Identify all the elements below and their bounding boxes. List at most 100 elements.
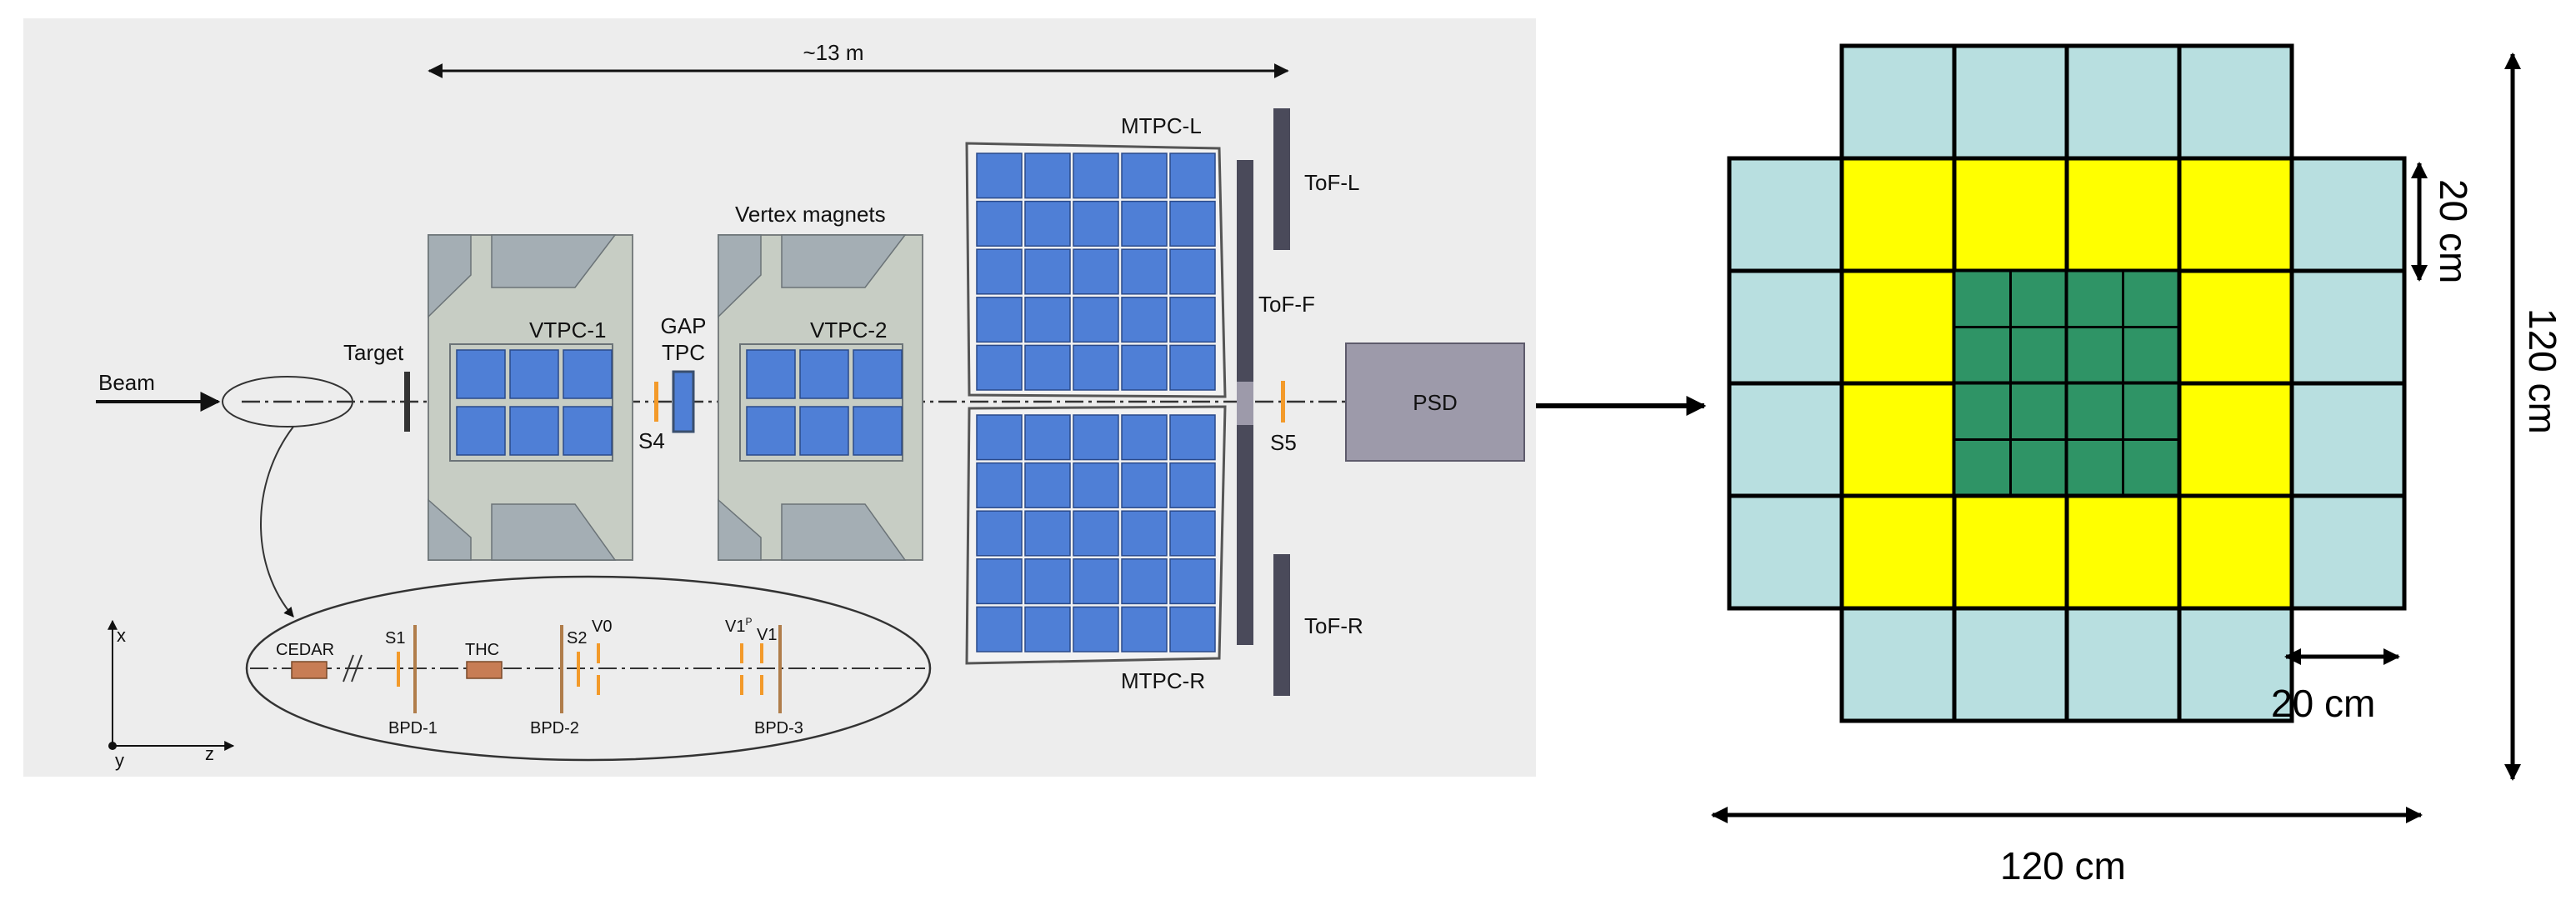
psd-outer-module [2177,606,2294,723]
psd-inner-submodule [2009,438,2068,498]
psd-outer-module [1727,268,1844,386]
tpc-pad [799,349,849,399]
coordinate-axes: x y z [108,619,235,771]
mtpc-pad [1024,558,1071,605]
psd-inner-submodule [2009,326,2068,385]
mtpc-pad [1073,414,1119,461]
s2-label: S2 [567,629,587,648]
s5-counter [1281,381,1285,422]
axis-x-label: x [117,625,126,646]
tpc-pad [509,406,559,456]
mtpc-r-label: MTPC-R [1121,668,1205,693]
psd-inner-submodule [1953,382,2012,441]
mtpc-pad [1073,297,1119,343]
v1-label: V1 [757,626,777,644]
mtpc-pad [1073,200,1119,247]
mtpc-pad [1073,558,1119,605]
thc-label: THC [465,641,499,659]
s1-counter [397,652,400,687]
mtpc-pad [976,152,1023,199]
width-label: 120 cm [2000,844,2126,888]
psd-middle-module [1839,156,1957,273]
psd-inner-submodule [1953,269,2012,328]
psd-inner-submodule [2009,269,2068,328]
psd-inner-submodule [2122,269,2181,328]
tpc-label: TPC [662,340,705,365]
mtpc-pad [1024,297,1071,343]
mtpc-r-pads [976,414,1216,652]
mtpc-pad [1073,248,1119,295]
mtpc-pad [1121,200,1168,247]
mtpc-l-pads [976,152,1216,391]
cedar-counter [291,661,328,679]
mtpc-pad [976,200,1023,247]
bpd-2-label: BPD-2 [530,719,579,738]
psd-outer-module [2289,493,2407,611]
module-size-top-label: 20 cm [2432,179,2475,283]
psd-outer-module [1727,493,1844,611]
mtpc-pad [1169,248,1216,295]
v0-counter-b [597,675,600,695]
mtpc-r: MTPC-R [965,405,1227,693]
psd-middle-module [1952,493,2069,611]
tof-f-gap [1237,382,1253,425]
mtpc-pad [1024,248,1071,295]
axis-z-label: z [205,743,214,764]
bpd-1 [413,625,417,713]
height-label: 120 cm [2521,308,2564,434]
gap-label: GAP [661,313,707,338]
target-label: Target [343,340,404,365]
tpc-pad [746,406,796,456]
mtpc-pad [1073,344,1119,391]
tpc-pad [799,406,849,456]
mtpc-pad [1024,462,1071,508]
tpc-pad [563,349,613,399]
tpc-pad [853,349,903,399]
mtpc-pad [1169,558,1216,605]
mtpc-pad [976,297,1023,343]
psd-box [1345,342,1525,462]
psd-outer-module [2064,43,2182,161]
psd-outer-module [1952,606,2069,723]
thc-counter [466,661,503,679]
mtpc-l: MTPC-L [965,113,1227,398]
magnet-pole-bottom-right [491,503,617,561]
psd-inner-submodule [2065,269,2124,328]
tpc-pad [563,406,613,456]
setup-panel: ~13 m Beam Target VTPC-1 S4 GAP TPC [23,18,1536,777]
tpc-pad [509,349,559,399]
mtpc-pad [1121,510,1168,557]
mtpc-pad [1073,510,1119,557]
v1p-counter-a [740,643,743,663]
beam-label: Beam [98,370,155,395]
psd-inner-submodule [1953,438,2012,498]
psd-middle-module [2177,381,2294,498]
mtpc-pad [1169,510,1216,557]
gap-tpc [672,370,695,433]
vtpc-1-label: VTPC-1 [529,318,606,342]
psd-inner-submodule [2122,438,2181,498]
mtpc-pad [1121,297,1168,343]
tof-r-wall [1273,554,1290,696]
psd-inner-submodule [1953,326,2012,385]
bpd-1-label: BPD-1 [388,719,438,738]
mtpc-pad [1169,414,1216,461]
mtpc-pad [976,606,1023,652]
tof-l-label: ToF-L [1304,170,1359,195]
mtpc-pad [1024,606,1071,652]
mtpc-pad [1121,152,1168,199]
mtpc-pad [1024,200,1071,247]
psd-module-grid [1727,43,2407,723]
psd-middle-module [1952,156,2069,273]
psd-middle-module [2177,156,2294,273]
s4-counter [654,382,658,422]
psd-outer-module [2064,606,2182,723]
psd-outer-module [1727,156,1844,273]
mtpc-pad [1121,462,1168,508]
psd-label: PSD [1413,390,1457,415]
tof-l-wall [1273,108,1290,250]
psd-outer-module [1839,606,1957,723]
vertex-magnets-label: Vertex magnets [735,202,886,227]
psd-middle-module [2177,493,2294,611]
